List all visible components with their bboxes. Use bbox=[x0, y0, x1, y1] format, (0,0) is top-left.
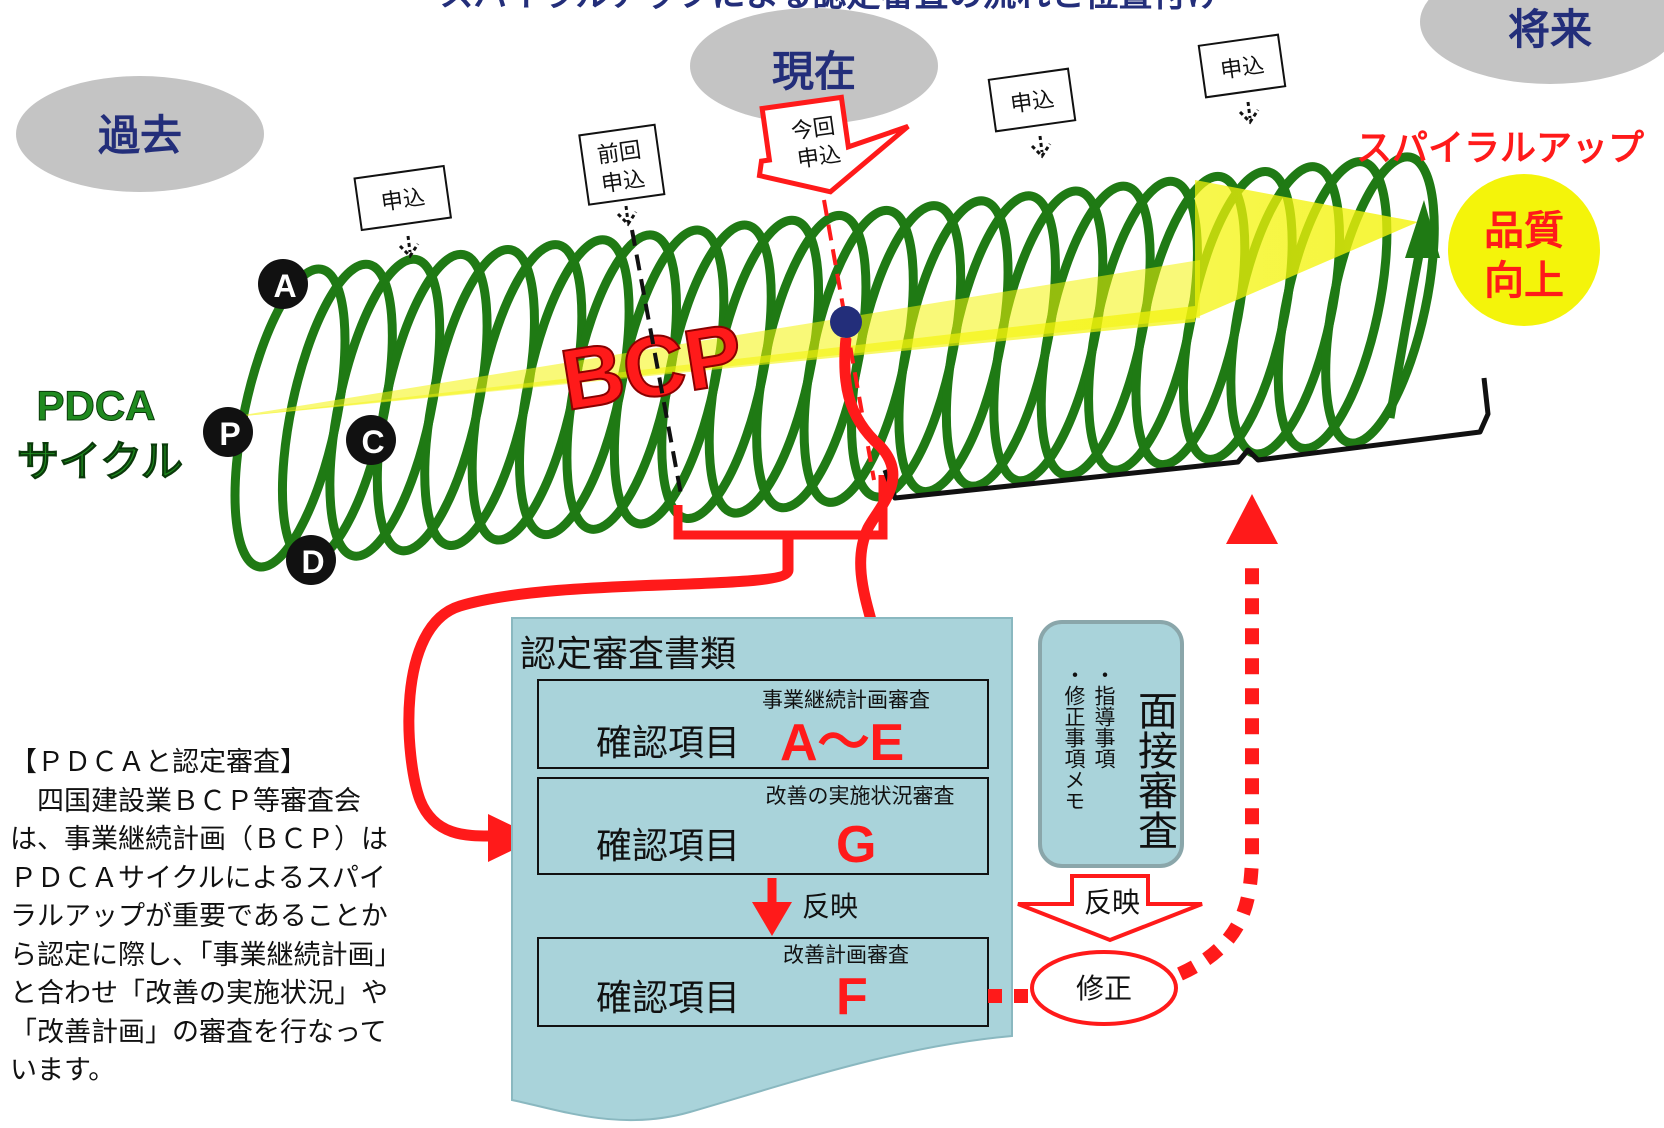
review-row-plan bbox=[537, 679, 989, 769]
interview-memo-1: ・指導事項 bbox=[1092, 664, 1116, 769]
application-tag-1-label: 申込 bbox=[380, 185, 427, 216]
current-application-arrow: 今回 申込 bbox=[756, 94, 910, 195]
description-title: 【ＰＤＣＡと認定審査】 bbox=[10, 747, 307, 778]
application-tag-2-pointer bbox=[1030, 135, 1052, 159]
application-tag-2-label: 申込 bbox=[1009, 87, 1056, 118]
previous-tag-line2: 申込 bbox=[600, 167, 647, 198]
past-label: 過去 bbox=[98, 111, 182, 160]
review-row-improvement-plan-caption: 改善計画審査 bbox=[783, 943, 909, 967]
application-tag-1-pointer bbox=[398, 235, 420, 259]
quality-line2: 向上 bbox=[1484, 258, 1564, 304]
spiral-up-label: スパイラルアップ bbox=[1356, 128, 1644, 169]
future-ellipse: 将来 bbox=[1420, 0, 1664, 84]
future-label: 将来 bbox=[1508, 5, 1592, 54]
review-row-improvement-status-label: 確認項目 bbox=[596, 826, 740, 867]
present-ellipse: 現在 bbox=[690, 8, 938, 124]
spiral-coil bbox=[1321, 152, 1439, 448]
cycle-label: サイクル bbox=[17, 437, 183, 486]
node-c: C bbox=[346, 415, 396, 465]
present-label: 現在 bbox=[772, 47, 856, 96]
node-c-label: C bbox=[361, 424, 384, 460]
node-d-label: D bbox=[301, 544, 324, 580]
application-tag-3-pointer bbox=[1238, 101, 1260, 125]
application-tag-2: 申込 bbox=[987, 67, 1077, 133]
previous-dashed-line bbox=[630, 229, 684, 501]
top-title: スパイラルアップによる認定審査の流れと位置付け bbox=[440, 0, 1221, 15]
node-d: D bbox=[286, 535, 336, 585]
description-body: 四国建設業ＢＣＰ等審査会は、事業継続計画（ＢＣＰ）はＰＤＣＡサイクルによるスパイ… bbox=[10, 785, 402, 1087]
application-tag-3: 申込 bbox=[1197, 33, 1287, 99]
node-a-label: A bbox=[273, 268, 296, 304]
review-row-improvement-plan bbox=[537, 937, 989, 1027]
future-bracket bbox=[882, 377, 1491, 501]
past-ellipse: 過去 bbox=[16, 76, 264, 192]
interview-title: 面接審査 bbox=[1131, 690, 1177, 850]
bracket-to-review-arrow bbox=[403, 535, 794, 842]
correction-to-future-arrow bbox=[1177, 566, 1259, 981]
current-point bbox=[830, 306, 862, 338]
description-note: 【ＰＤＣＡと認定審査】 四国建設業ＢＣＰ等審査会は、事業継続計画（ＢＣＰ）はＰＤ… bbox=[10, 744, 410, 1091]
interview-box bbox=[1038, 620, 1184, 868]
review-row-improvement-status-code: G bbox=[836, 816, 876, 874]
interview-reflect-label: 反映 bbox=[1084, 886, 1140, 919]
review-row-plan-label: 確認項目 bbox=[596, 723, 740, 764]
review-row-improvement-status bbox=[537, 777, 989, 875]
spiral-coil bbox=[1273, 157, 1392, 454]
application-tag-1: 申込 bbox=[353, 164, 453, 232]
current-tag-line1: 今回 bbox=[790, 114, 837, 145]
application-tag-3-label: 申込 bbox=[1219, 53, 1266, 84]
spiral-exit-arrowhead bbox=[1405, 200, 1440, 258]
document-reflect-label: 反映 bbox=[802, 890, 858, 923]
review-row-plan-caption: 事業継続計画審査 bbox=[762, 688, 930, 712]
quality-line1: 品質 bbox=[1484, 208, 1564, 254]
review-row-improvement-plan-code: F bbox=[836, 968, 868, 1026]
spiral-up-beam bbox=[225, 180, 1418, 418]
quality-circle: 品質 向上 bbox=[1448, 174, 1600, 326]
spiral-exit-arrow bbox=[1385, 249, 1425, 419]
reflect-arrowhead bbox=[752, 902, 792, 936]
pdca-label: PDCA bbox=[36, 382, 155, 429]
previous-tag: 前回 申込 bbox=[578, 123, 666, 206]
current-tag-line2: 申込 bbox=[796, 142, 843, 173]
current-to-plan-review-arrow bbox=[839, 337, 899, 642]
node-p-label: P bbox=[219, 416, 240, 452]
review-row-plan-code: A～E bbox=[780, 714, 904, 772]
correction-to-future-arrowhead bbox=[1226, 494, 1278, 544]
review-row-improvement-status-caption: 改善の実施状況審査 bbox=[766, 784, 955, 808]
correction-ellipse bbox=[1030, 950, 1178, 1026]
previous-tag-pointer bbox=[616, 205, 638, 227]
review-row-improvement-plan-label: 確認項目 bbox=[596, 978, 740, 1019]
interview-memo-2: ・修正事項メモ bbox=[1062, 664, 1086, 811]
previous-tag-line1: 前回 bbox=[596, 138, 643, 169]
correction-label: 修正 bbox=[1076, 972, 1132, 1005]
node-a: A bbox=[258, 259, 308, 309]
document-title: 認定審査書類 bbox=[520, 634, 736, 675]
interview-reflect-arrow bbox=[1017, 874, 1203, 943]
spiral-up-beam-body bbox=[225, 260, 1200, 418]
node-p: P bbox=[203, 407, 253, 457]
